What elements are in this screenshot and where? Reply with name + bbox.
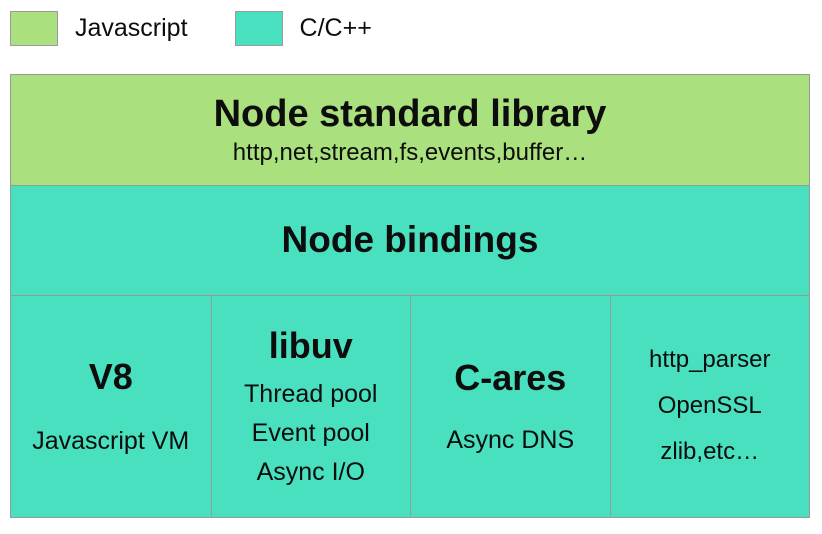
misc-library-openssl: OpenSSL [657, 392, 762, 420]
legend-label-javascript: Javascript [75, 14, 188, 42]
v8-title: V8 [88, 356, 133, 398]
v8-block: V8 Javascript VM [11, 296, 211, 517]
misc-library-zlib-etc: zlib,etc… [660, 437, 760, 465]
node-standard-library-title: Node standard library [213, 92, 607, 135]
c-ares-description: Async DNS [446, 426, 575, 455]
legend-item-c-cpp: C/C++ [234, 11, 372, 46]
node-standard-library-block: Node standard library http,net,stream,fs… [11, 75, 809, 185]
libuv-feature-async-io: Async I/O [256, 458, 365, 487]
legend: Javascript C/C++ [10, 11, 372, 46]
libuv-feature-thread-pool: Thread pool [244, 380, 378, 409]
architecture-stack: Node standard library http,net,stream,fs… [10, 74, 810, 518]
legend-label-c-cpp: C/C++ [299, 14, 372, 42]
libuv-title: libuv [268, 324, 353, 366]
libuv-block: libuv Thread pool Event pool Async I/O [210, 296, 410, 517]
c-cpp-color-swatch [234, 11, 283, 46]
c-ares-block: C-ares Async DNS [410, 296, 610, 517]
misc-libraries-block: http_parser OpenSSL zlib,etc… [609, 296, 809, 517]
node-bindings-title: Node bindings [281, 219, 539, 261]
node-bindings-block: Node bindings [11, 185, 809, 295]
c-ares-title: C-ares [454, 356, 567, 398]
components-row: V8 Javascript VM libuv Thread pool Event… [11, 295, 809, 517]
node-standard-library-modules: http,net,stream,fs,events,buffer… [232, 139, 588, 167]
misc-library-http-parser: http_parser [649, 346, 771, 374]
v8-description: Javascript VM [32, 426, 190, 455]
legend-item-javascript: Javascript [10, 11, 188, 46]
javascript-color-swatch [10, 11, 58, 46]
libuv-feature-event-pool: Event pool [251, 419, 370, 448]
